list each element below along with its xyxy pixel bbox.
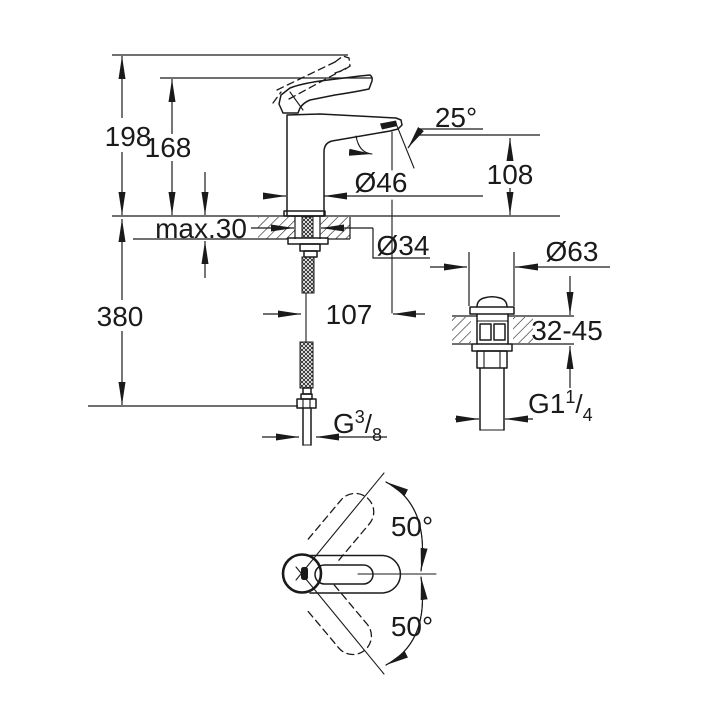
faucet-side-view [272,55,403,217]
dim-label-max30: max.30 [155,213,247,244]
dim-label-168: 168 [145,132,192,163]
dim-label-50deg-upper: 50° [391,511,433,542]
dim-label-198: 198 [105,121,152,152]
mounting-nut [299,243,321,252]
dim-25deg: 25° [348,102,483,314]
dim-g38: G3/8 [262,407,387,445]
handle-mark [301,567,308,580]
handle-pivot [281,553,323,594]
dim-168: 168 [145,79,192,215]
dim-32-45: 32-45 [531,276,603,388]
dim-label-25deg: 25° [435,102,477,133]
dim-label-50deg-lower: 50° [391,611,433,642]
dim-198: 198 [105,56,152,215]
dim-107: 107 [263,299,425,330]
dim-label-380: 380 [97,301,144,332]
pop-up-waste-section [452,296,574,431]
faucet-body [286,113,403,217]
hose-nut [296,398,317,409]
dim-label-46: Ø46 [355,167,408,198]
dim-label-63: Ø63 [546,236,599,267]
dim-34: Ø34 [251,224,430,261]
dim-label-34: Ø34 [377,230,430,261]
lever-raised-dashed [272,55,351,104]
base-plate [283,210,326,217]
dim-label-107: 107 [326,299,373,330]
handle-top-view: 50° 50° [281,472,437,675]
waste-window [493,323,506,341]
dim-380: 380 [97,219,144,405]
dim-label-g38: G3/8 [333,407,382,445]
dim-108: 108 [487,138,534,215]
waste-cap-dome [476,296,508,308]
dim-label-108: 108 [487,159,534,190]
aerator [380,120,398,130]
waste-flange [471,343,513,352]
handle-position-upper-dashed [307,492,375,564]
dim-max30: max.30 [155,172,247,278]
dim-g114: G11/4 [455,387,593,425]
dim-label-g114: G11/4 [528,387,593,425]
dim-46: Ø46 [263,167,483,200]
supply-hose [287,216,329,446]
waste-window [479,323,492,341]
waste-locknut [476,350,508,369]
dim-label-32-45: 32-45 [531,315,603,346]
waste-cap-rim [469,306,515,315]
dim-63: Ø63 [430,236,610,306]
lever-handle [278,74,373,114]
